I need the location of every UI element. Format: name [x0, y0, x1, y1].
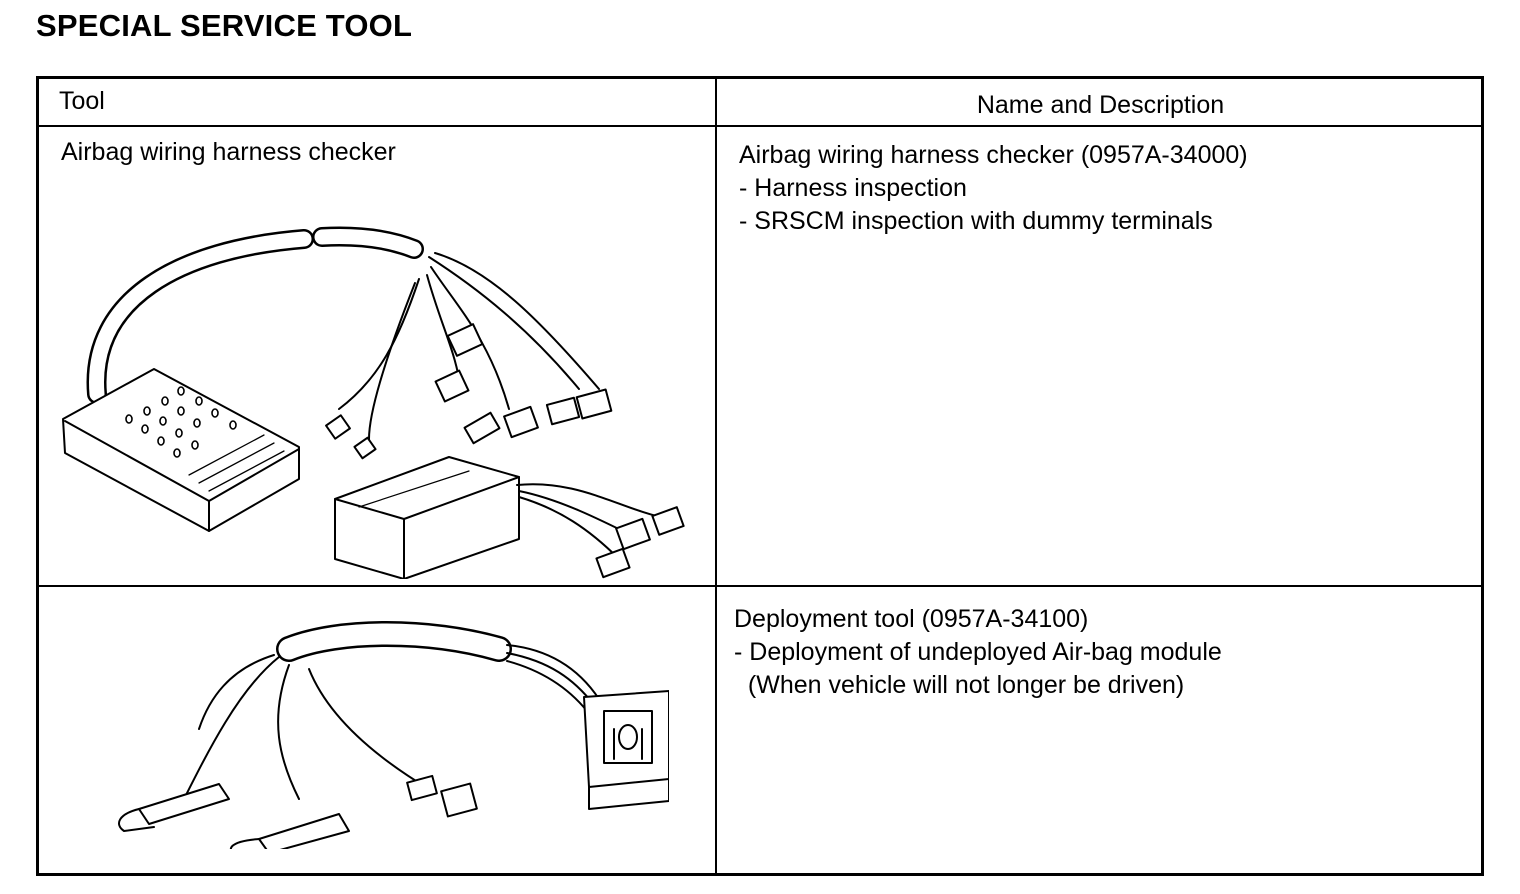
row-2-description-title: Deployment tool (0957A-34100) [734, 605, 1089, 633]
page-title: SPECIAL SERVICE TOOL [36, 8, 413, 43]
row-1-description: Airbag wiring harness checker (0957A-340… [739, 139, 1248, 238]
row-divider [39, 585, 1481, 587]
column-divider [715, 79, 717, 873]
header-divider [39, 125, 1481, 127]
header-tool: Tool [59, 87, 105, 115]
row-1-description-line-2: - SRSCM inspection with dummy terminals [739, 207, 1213, 235]
row-2-description-line-2: (When vehicle will not longer be driven) [734, 671, 1185, 699]
row-1-description-line-1: - Harness inspection [739, 174, 967, 202]
row-1-description-title: Airbag wiring harness checker (0957A-340… [739, 141, 1248, 169]
airbag-wiring-harness-checker-icon [59, 179, 699, 579]
special-service-tool-table: Tool Name and Description Airbag wiring … [36, 76, 1484, 876]
row-1-tool-name: Airbag wiring harness checker [61, 138, 396, 166]
row-2-description: Deployment tool (0957A-34100) - Deployme… [734, 603, 1222, 702]
deployment-tool-icon [109, 609, 669, 849]
row-2-description-line-1: - Deployment of undeployed Air-bag modul… [734, 638, 1222, 666]
header-name-description: Name and Description [976, 91, 1225, 119]
